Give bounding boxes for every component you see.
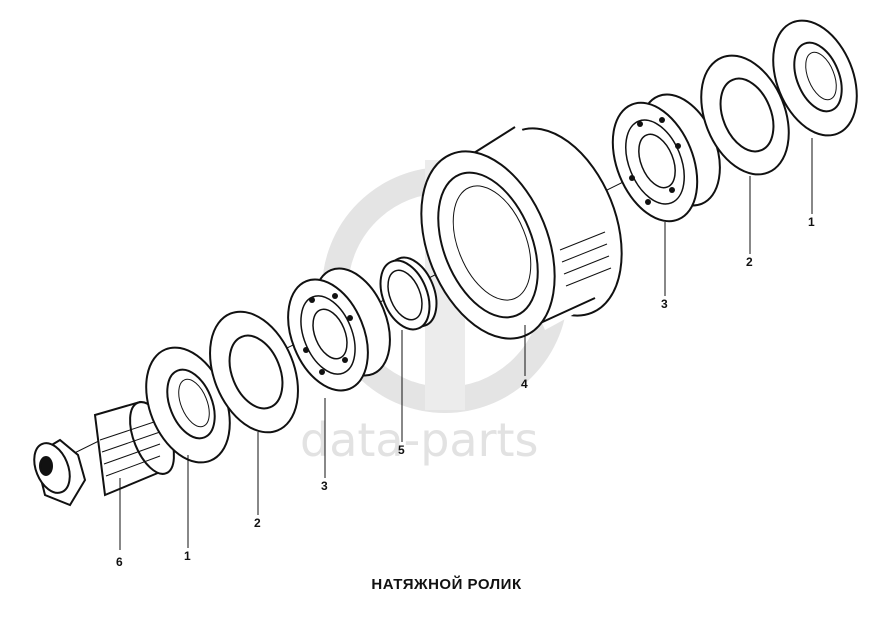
axle-part-6	[33, 400, 175, 507]
washer-part-2-right	[700, 54, 790, 176]
part-label-1-left: 1	[184, 549, 191, 563]
part-label-1-right: 1	[808, 215, 815, 229]
seal-part-1-right	[772, 19, 858, 137]
roller-drum-part-4	[420, 125, 623, 340]
part-label-2-left: 2	[254, 516, 261, 530]
watermark-text: data-parts	[300, 413, 539, 467]
washer-part-2-left	[209, 310, 299, 434]
bearing-part-3-left	[287, 267, 391, 392]
part-label-3-right: 3	[661, 297, 668, 311]
part-label-2-right: 2	[746, 255, 753, 269]
diagram-title: НАТЯЖНОЙ РОЛИК	[371, 576, 522, 593]
leader-lines	[119, 138, 813, 550]
bearing-part-3-right	[611, 93, 721, 223]
part-label-5: 5	[398, 443, 405, 457]
part-label-6: 6	[116, 555, 123, 569]
part-label-3-left: 3	[321, 479, 328, 493]
spacer-ring-part-5	[379, 256, 438, 331]
part-label-4: 4	[521, 377, 528, 391]
